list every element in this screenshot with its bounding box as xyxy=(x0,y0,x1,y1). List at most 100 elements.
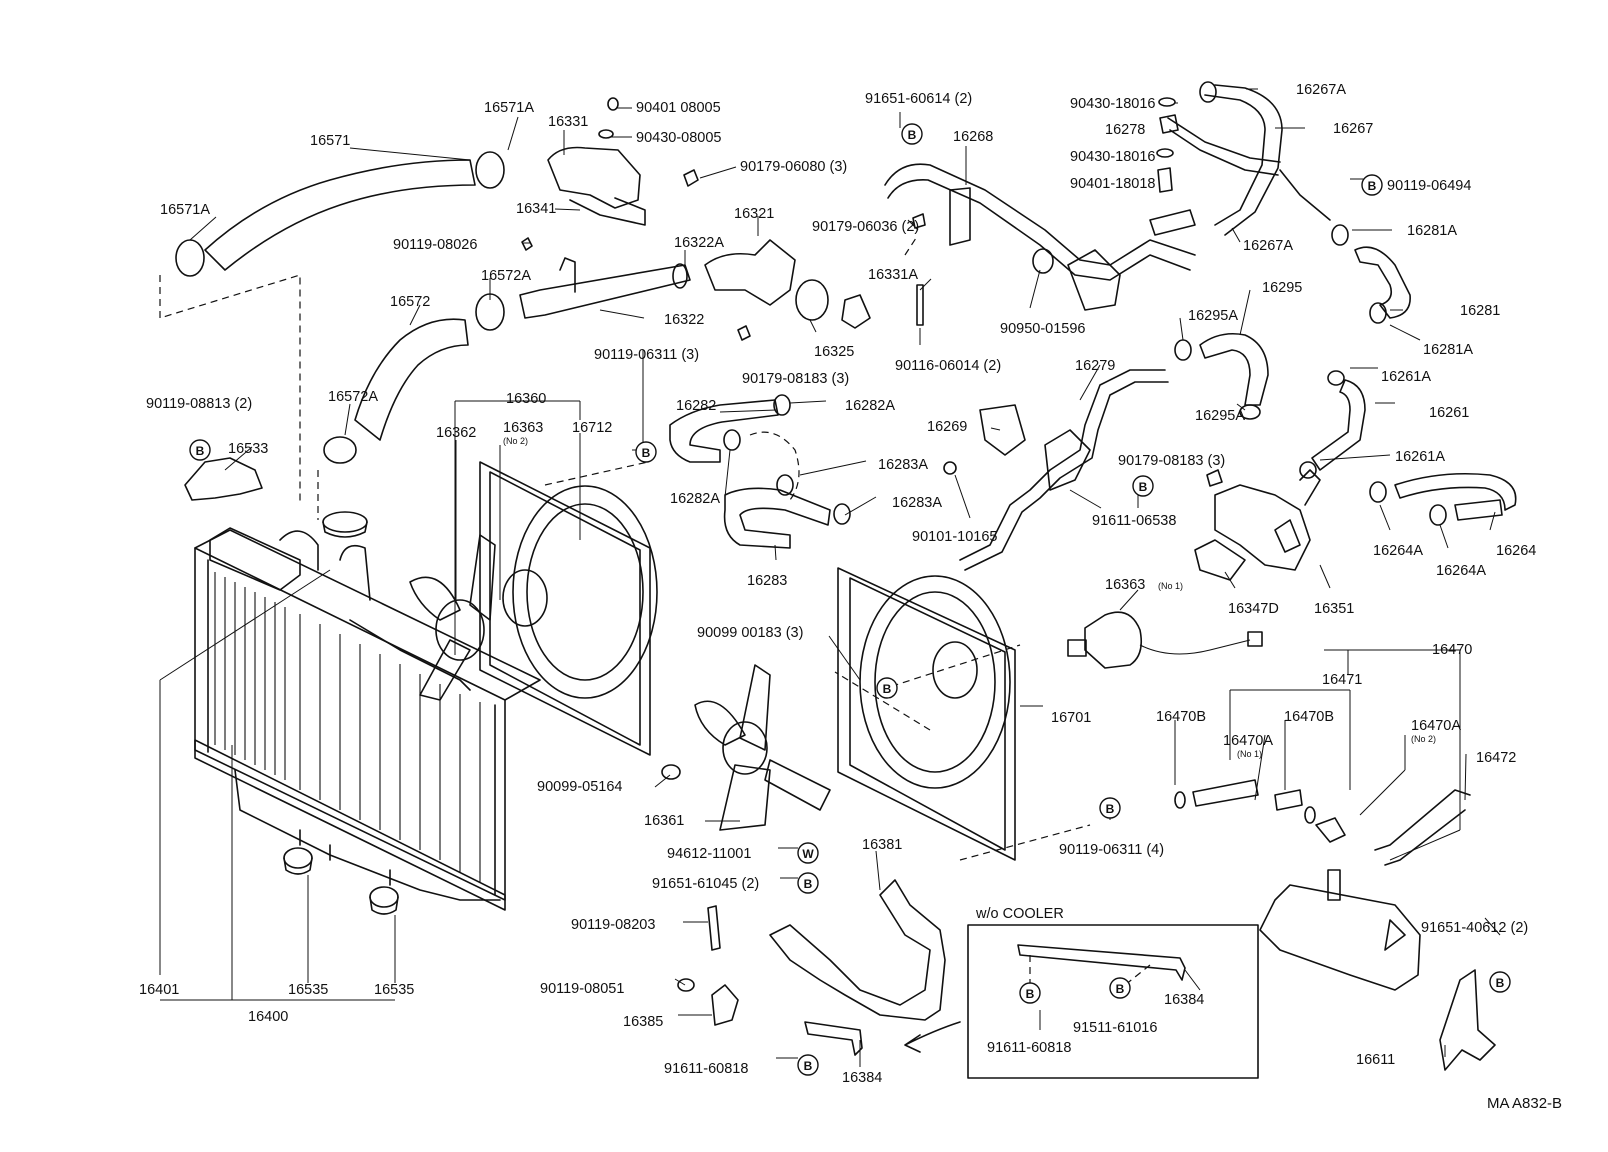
hose-leader-dash xyxy=(749,431,800,501)
callout-16267a-bot: 16267A xyxy=(1243,238,1293,254)
marker-b: B xyxy=(1361,174,1383,196)
callout-16535-b: 16535 xyxy=(374,982,414,998)
reservoir-bracket xyxy=(1439,969,1496,1071)
callout-16470a-no1: 16470A xyxy=(1223,733,1273,749)
callout-90430-18016-a: 90430-18016 xyxy=(1070,96,1155,112)
callout-90099-05164: 90099-05164 xyxy=(537,779,622,795)
callout-16267: 16267 xyxy=(1333,121,1373,137)
shroud-stay xyxy=(769,879,946,1021)
bolt xyxy=(677,978,695,992)
callout-16384-main: 16384 xyxy=(842,1070,882,1086)
marker-b: B xyxy=(1099,797,1121,819)
hose-clamp xyxy=(1327,370,1345,386)
callout-90179-06036: 90179-06036 (2) xyxy=(812,219,919,235)
marker-b: B xyxy=(635,441,657,463)
svg-text:B: B xyxy=(1106,802,1115,816)
svg-text:B: B xyxy=(1496,976,1505,990)
marker-b: B xyxy=(797,872,819,894)
svg-text:B: B xyxy=(804,877,813,891)
callout-16325: 16325 xyxy=(814,344,854,360)
callout-16362: 16362 xyxy=(436,425,476,441)
callout-16381: 16381 xyxy=(862,837,902,853)
callout-16533: 16533 xyxy=(228,441,268,457)
callout-91651-40612: 91651-40612 (2) xyxy=(1421,920,1528,936)
callout-16341: 16341 xyxy=(516,201,556,217)
callout-16283: 16283 xyxy=(747,573,787,589)
callout-90119-08203: 90119-08203 xyxy=(571,917,655,933)
callout-91511-61016: 91511-61016 xyxy=(1073,1020,1157,1036)
water-outlet xyxy=(547,97,699,226)
inset-box xyxy=(967,924,1259,1079)
hose-clamp xyxy=(1429,504,1447,526)
callout-16295: 16295 xyxy=(1262,280,1302,296)
callout-inset-title: w/o COOLER xyxy=(975,906,1064,922)
callout-91611-60818-inset: 91611-60818 xyxy=(987,1040,1071,1056)
radiator-support-bracket xyxy=(184,457,263,501)
callout-16321: 16321 xyxy=(734,206,774,222)
marker-b: B xyxy=(797,1054,819,1076)
callout-94612-11001: 94612-11001 xyxy=(667,846,751,862)
callout-16322a: 16322A xyxy=(674,235,724,251)
callout-91611-06538: 91611-06538 xyxy=(1092,513,1176,529)
radiator-cushion-right xyxy=(369,886,399,915)
callout-90119-06311-3: 90119-06311 (3) xyxy=(594,347,699,363)
callout-16264a-a: 16264A xyxy=(1373,543,1423,559)
callout-16282a-bot: 16282A xyxy=(670,491,720,507)
diagram-code: MA A832-B xyxy=(1487,1095,1562,1112)
water-hose-2 xyxy=(1311,379,1366,471)
hose-clamp xyxy=(1239,404,1261,420)
callout-16572: 16572 xyxy=(390,294,430,310)
marker-w: W xyxy=(797,842,819,864)
marker-b: B xyxy=(189,439,211,461)
callout-90099-00183: 90099 00183 (3) xyxy=(697,625,803,641)
callout-16261a-top: 16261A xyxy=(1381,369,1431,385)
callout-16278: 16278 xyxy=(1105,122,1145,138)
hose-clamp xyxy=(1369,481,1387,503)
callout-90119-08026: 90119-08026 xyxy=(393,237,477,253)
callout-16571a-left: 16571A xyxy=(160,202,210,218)
marker-b: B xyxy=(1489,971,1511,993)
water-bypass-hose-lower xyxy=(723,487,831,549)
callout-16282a-top: 16282A xyxy=(845,398,895,414)
callout-16701: 16701 xyxy=(1051,710,1091,726)
callout-16470a-no1-sub: (No 1) xyxy=(1237,749,1262,759)
callout-16535-a: 16535 xyxy=(288,982,328,998)
marker-b: B xyxy=(1109,977,1131,999)
inset-leader-dash xyxy=(1029,955,1151,986)
callout-16264a-b: 16264A xyxy=(1436,563,1486,579)
bracket xyxy=(804,1021,863,1056)
callout-16363-no1: 16363 xyxy=(1105,577,1145,593)
callout-16470b-b: 16470B xyxy=(1284,709,1334,725)
water-bypass-pipe-2 xyxy=(943,369,1169,571)
callout-16331: 16331 xyxy=(548,114,588,130)
callout-16572a-left: 16572A xyxy=(328,389,378,405)
callout-16400: 16400 xyxy=(248,1009,288,1025)
bracket xyxy=(1017,944,1186,981)
callout-90116-06014: 90116-06014 (2) xyxy=(895,358,1001,374)
callout-90101-10165: 90101-10165 xyxy=(912,529,997,545)
callout-16281a-bot: 16281A xyxy=(1423,342,1473,358)
callout-90430-18016-b: 90430-18016 xyxy=(1070,149,1155,165)
callout-16384-inset: 16384 xyxy=(1164,992,1204,1008)
callout-16261a-bot: 16261A xyxy=(1395,449,1445,465)
fan-nut xyxy=(661,764,681,780)
callout-90179-06080: 90179-06080 (3) xyxy=(740,159,847,175)
callout-90119-06494: 90119-06494 xyxy=(1387,178,1471,194)
callout-16472: 16472 xyxy=(1476,750,1516,766)
hose-clamp xyxy=(1299,461,1317,479)
callout-16363-top: 16363 xyxy=(503,420,543,436)
leader-lines xyxy=(159,88,1501,1067)
callout-16351: 16351 xyxy=(1314,601,1354,617)
callout-16712: 16712 xyxy=(572,420,612,436)
radiator-cap xyxy=(322,511,368,538)
water-hose-3 xyxy=(1394,472,1517,521)
callout-91651-61045: 91651-61045 (2) xyxy=(652,876,759,892)
callout-16385: 16385 xyxy=(623,1014,663,1030)
hose-clamp xyxy=(1304,806,1316,824)
callout-16295a-top: 16295A xyxy=(1188,308,1238,324)
svg-text:B: B xyxy=(1116,982,1125,996)
svg-text:W: W xyxy=(802,847,814,861)
callout-90401-08005: 90401 08005 xyxy=(636,100,721,116)
svg-text:B: B xyxy=(642,446,651,460)
